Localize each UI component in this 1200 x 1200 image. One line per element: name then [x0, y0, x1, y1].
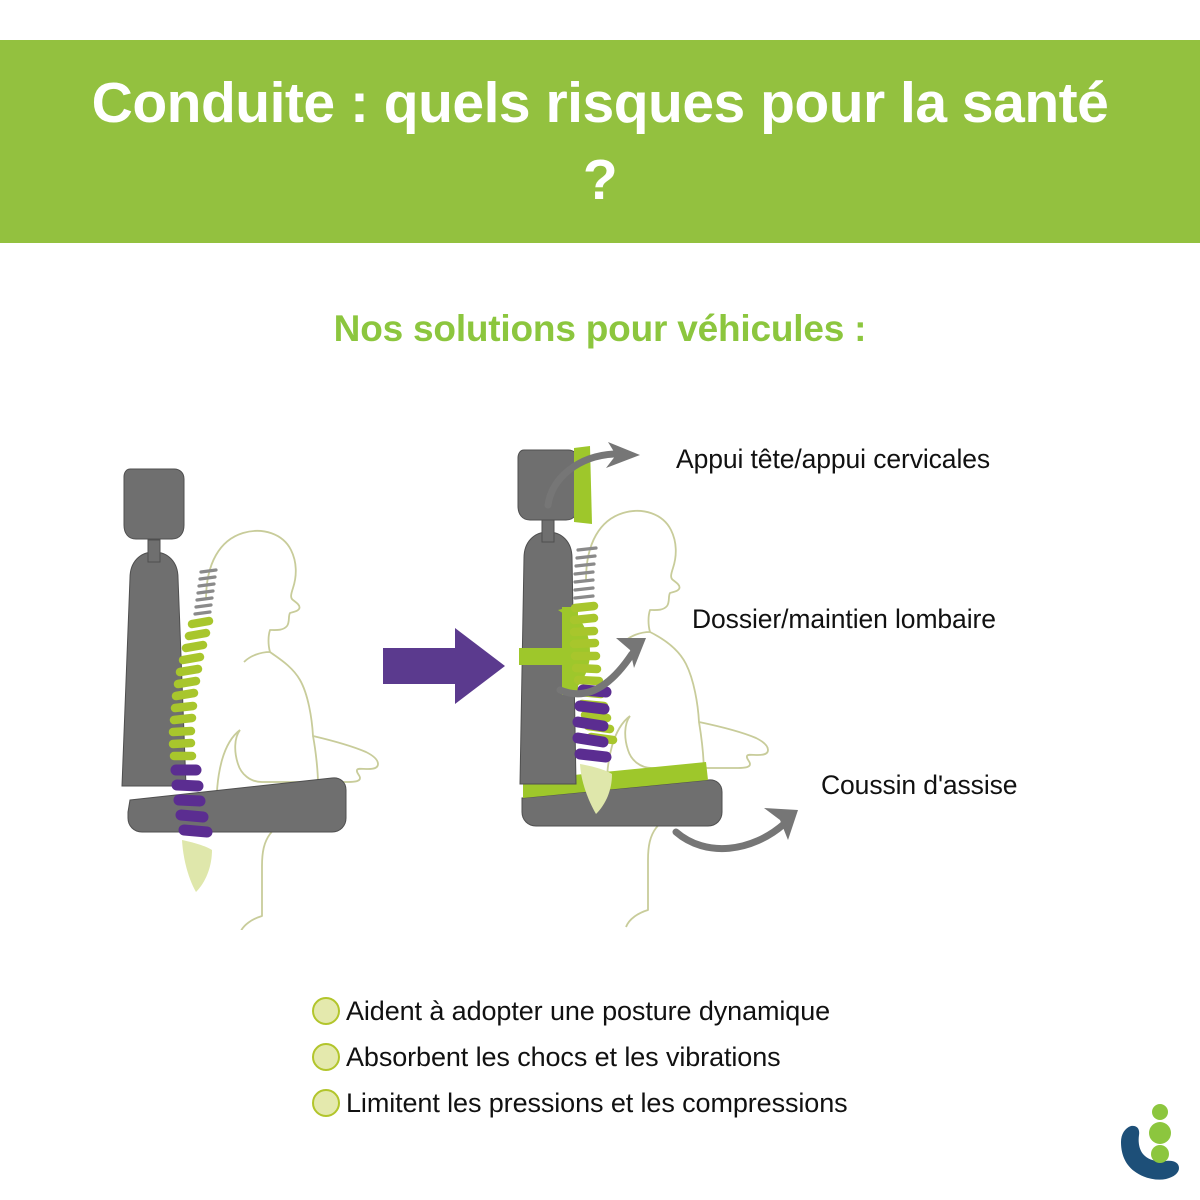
seat-cushion-accessory — [523, 762, 708, 798]
benefit-label: Limitent les pressions et les compressio… — [346, 1087, 848, 1118]
section-subtitle: Nos solutions pour véhicules : — [333, 308, 867, 349]
logo-hook-icon — [1121, 1125, 1179, 1180]
benefit-label: Absorbent les chocs et les vibrations — [346, 1041, 781, 1072]
benefit-item: Absorbent les chocs et les vibrations — [312, 1034, 1012, 1080]
left-headrest — [123, 468, 185, 540]
callout-label-headrest: Appui tête/appui cervicales — [676, 444, 991, 474]
logo-dot-icon — [1149, 1122, 1171, 1144]
callout-label-seat: Coussin d'assise — [821, 770, 1018, 800]
spine-cervical-left — [193, 568, 218, 616]
transition-arrow-icon — [383, 628, 505, 704]
callout-label-lumbar: Dossier/maintien lombaire — [692, 604, 996, 634]
left-figure-standard-seat — [121, 468, 379, 930]
spine-lumbar-left — [170, 764, 213, 838]
header-banner: Conduite : quels risques pour la santé ? — [0, 40, 1200, 243]
benefit-item: Limitent les pressions et les compressio… — [312, 1080, 1012, 1126]
spine-cervical-right — [573, 546, 598, 600]
callout-arrows — [544, 442, 798, 853]
spine-sacrum-right — [580, 764, 612, 814]
bullet-circle-icon — [312, 1043, 340, 1071]
benefits-list: Aident à adopter une posture dynamique A… — [312, 988, 1012, 1126]
benefit-item: Aident à adopter une posture dynamique — [312, 988, 1012, 1034]
spine-sacrum-left — [182, 840, 212, 892]
logo-dot-icon — [1152, 1104, 1168, 1120]
spine-left — [168, 568, 218, 892]
callout-arrow-seat — [672, 808, 798, 853]
seating-posture-illustration — [0, 400, 1200, 930]
right-figure-equipped-seat — [517, 446, 769, 928]
left-seat-backrest — [121, 551, 187, 787]
right-seat-base — [521, 779, 723, 827]
spine-right — [569, 546, 618, 814]
bullet-circle-icon — [312, 997, 340, 1025]
brand-logo — [1108, 1092, 1192, 1188]
left-headrest-post — [147, 539, 161, 563]
page-title: Conduite : quels risques pour la santé ? — [91, 70, 1109, 212]
bullet-circle-icon — [312, 1089, 340, 1117]
right-headrest — [517, 449, 579, 521]
right-headrest-post — [541, 519, 555, 543]
callout-arrow-headrest — [544, 442, 640, 509]
body-outline-right — [585, 509, 769, 928]
benefit-label: Aident à adopter une posture dynamique — [346, 995, 831, 1026]
logo-dot-icon — [1151, 1145, 1169, 1163]
body-outline-left — [205, 529, 379, 930]
callout-arrow-lumbar — [556, 638, 646, 698]
spine-thoracic-left — [168, 616, 214, 761]
